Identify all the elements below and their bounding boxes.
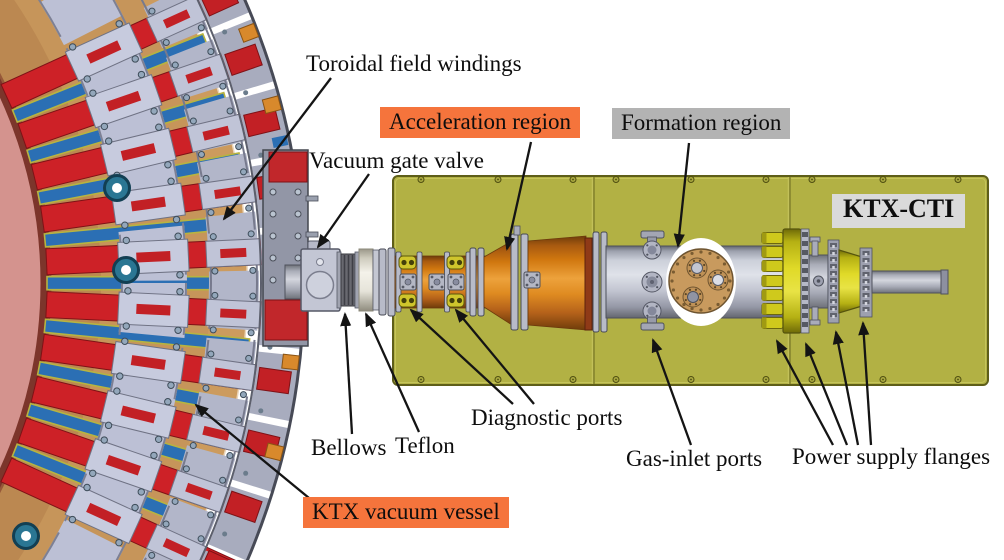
power-supply-flange-3: [827, 239, 840, 324]
label-vacuum-gate-valve: Vacuum gate valve: [309, 148, 484, 173]
leader-diagnostic-port-1: [409, 308, 514, 405]
ktx-torus-cross-section: [0, 0, 306, 560]
label-ktx-vacuum-vessel: KTX vacuum vessel: [303, 497, 509, 529]
gas-inlet-port-middle: [641, 271, 663, 293]
label-toroidal-field-windings: Toroidal field windings: [306, 51, 522, 76]
label-power-supply-flanges: Power supply flanges: [792, 444, 991, 469]
flange-disc: [378, 248, 387, 316]
leader-vacuum-gate-valve: [316, 173, 370, 249]
diagnostic-port-cluster-1: [395, 251, 423, 313]
leader-arrows: [194, 77, 873, 499]
label-gas-inlet-ports: Gas-inlet ports: [626, 446, 763, 471]
baseplate-screws: [417, 176, 962, 383]
power-supply-flange-1: [782, 228, 802, 334]
end-flange-disc: [668, 248, 734, 314]
label-bellows: Bellows: [311, 435, 387, 460]
fitting-dots: [401, 273, 539, 289]
label-ktx-cti: KTX-CTI: [832, 194, 966, 228]
leader-ktx-vacuum-vessel: [194, 403, 310, 499]
cone-end-ring: [584, 237, 593, 331]
leader-diagnostic-port-2: [454, 308, 535, 405]
port-bolt-dots: [645, 244, 659, 317]
bellows-part: [336, 251, 360, 309]
label-teflon: Teflon: [395, 433, 455, 458]
leader-teflon: [364, 312, 421, 433]
vessel-port-flange: [262, 149, 319, 347]
leader-gas-inlet-ports: [651, 338, 693, 446]
flange-disc: [477, 247, 485, 317]
teflon-insulator: [358, 248, 380, 312]
flange-disc: [592, 231, 600, 333]
leader-power-supply-4: [858, 321, 873, 446]
flange-disc: [469, 247, 477, 317]
flange-disc: [387, 247, 396, 317]
power-supply-flange-4: [859, 247, 873, 318]
flange-disc: [510, 233, 519, 331]
leader-power-supply-1: [775, 339, 835, 446]
yellow-insulator-cone: [838, 249, 863, 314]
leader-power-supply-2: [804, 342, 849, 446]
power-supply-flange-assembly: [761, 228, 949, 334]
leader-bellows: [340, 312, 354, 435]
leader-acceleration-region: [504, 141, 533, 251]
label-acceleration-region: Acceleration region: [380, 107, 580, 139]
output-shaft: [871, 270, 943, 294]
label-diagnostic-ports: Diagnostic ports: [471, 405, 623, 430]
label-formation-region: Formation region: [612, 108, 791, 140]
power-feed-studs: [761, 231, 784, 330]
leader-toroidal-field-windings: [222, 77, 332, 221]
cti-beamline: [284, 225, 949, 334]
leader-formation-region: [673, 142, 691, 248]
gate-valve-body: [300, 240, 341, 312]
output-shaft-cap: [940, 269, 949, 295]
leader-power-supply-3: [832, 330, 860, 446]
